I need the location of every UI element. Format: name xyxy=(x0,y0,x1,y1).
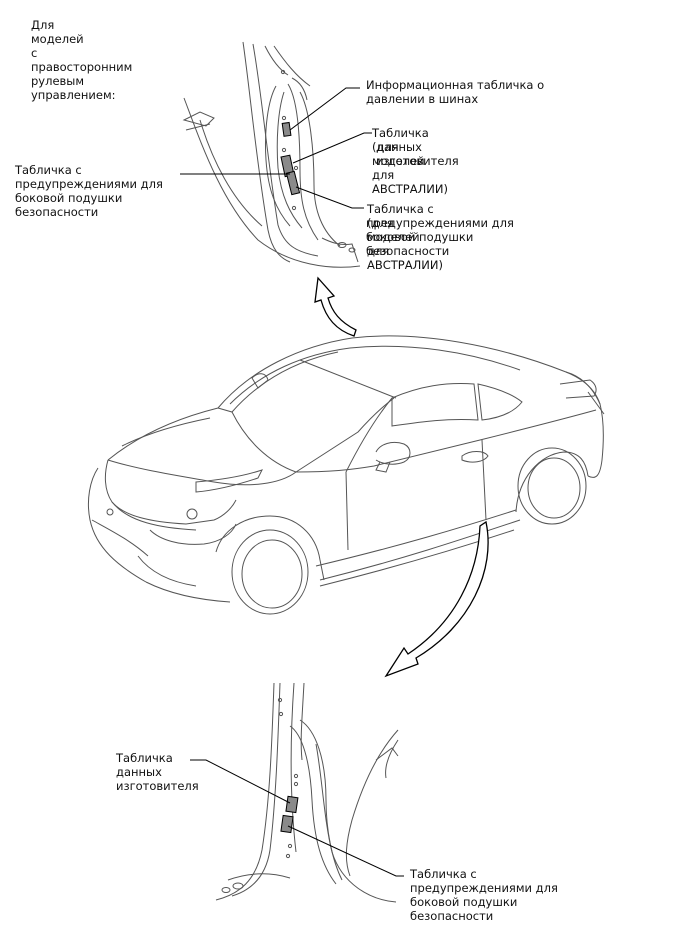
label-airbag-warning-bottom: Табличка с предупреждениями для боковой … xyxy=(410,867,558,923)
rhd-models-note: Для моделей с правосторонним рулевым упр… xyxy=(31,18,133,102)
arrow-down-icon xyxy=(384,520,489,678)
airbag-tag-bottom xyxy=(280,814,294,834)
label-manufacturer-plate-top-overlap: данных изготовителя xyxy=(376,140,459,168)
airbag-tag-top xyxy=(285,170,301,196)
tire-pressure-tag xyxy=(281,121,292,137)
label-manufacturer-plate-bottom: Табличка данных изготовителя xyxy=(116,751,199,793)
label-tire-pressure-plate: Информационная табличка о давлении в шин… xyxy=(366,78,545,106)
label-airbag-warning-left: Табличка с предупреждениями для боковой … xyxy=(15,163,163,219)
bottom-pillar-detail xyxy=(190,682,404,903)
label-airbag-warning-right-overlap: предупреждениями для боковой подушки без… xyxy=(366,216,514,258)
car-drawing xyxy=(87,335,605,615)
arrow-up-icon xyxy=(314,276,357,337)
label-airbag-warning-right: Табличка с (для моделей для АВСТРАЛИИ) xyxy=(367,202,443,272)
manufacturer-tag-bottom xyxy=(285,795,299,814)
top-pillar-detail xyxy=(180,41,372,268)
label-manufacturer-plate-top: Табличка (для моделей для АВСТРАЛИИ) xyxy=(372,126,448,196)
